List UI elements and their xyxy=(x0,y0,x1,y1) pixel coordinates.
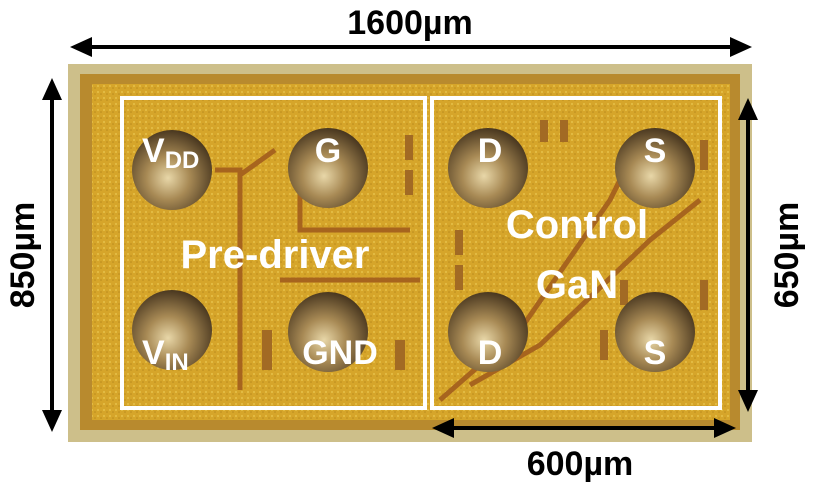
pad-gnd xyxy=(288,292,368,372)
width-dimension-label: 1600µm xyxy=(347,4,472,42)
pad-d2 xyxy=(448,292,528,372)
control-label: Control xyxy=(506,203,648,247)
pad-label-g: G xyxy=(315,132,341,170)
pad-s2 xyxy=(615,292,695,372)
pad-label-gnd: GND xyxy=(302,334,378,372)
predriver-label: Pre-driver xyxy=(181,233,370,277)
pad-g xyxy=(288,128,368,208)
gan-label: GaN xyxy=(536,263,618,307)
bond-pads xyxy=(132,128,695,372)
pad-label-s1: S xyxy=(644,132,667,170)
pad-label-vin: VIN xyxy=(142,334,189,376)
control-gan-box xyxy=(430,96,722,410)
predriver-box xyxy=(120,96,427,410)
pad-vin xyxy=(132,290,212,370)
height-dimension-label: 850µm xyxy=(4,202,42,309)
pad-label-s2: S xyxy=(644,334,667,372)
small-features xyxy=(262,120,708,370)
control-width-dimension-label: 600µm xyxy=(527,445,634,483)
pad-label-vdd: VDD xyxy=(142,132,199,174)
pad-d1 xyxy=(448,128,528,208)
pad-label-d1: D xyxy=(478,132,503,170)
die xyxy=(68,64,752,442)
pad-label-d2: D xyxy=(478,334,503,372)
arrowheads xyxy=(42,37,758,438)
pad-vdd xyxy=(132,130,212,210)
dimension-arrows xyxy=(50,45,750,430)
control-height-dimension-label: 650µm xyxy=(768,202,806,309)
pad-s1 xyxy=(615,128,695,208)
